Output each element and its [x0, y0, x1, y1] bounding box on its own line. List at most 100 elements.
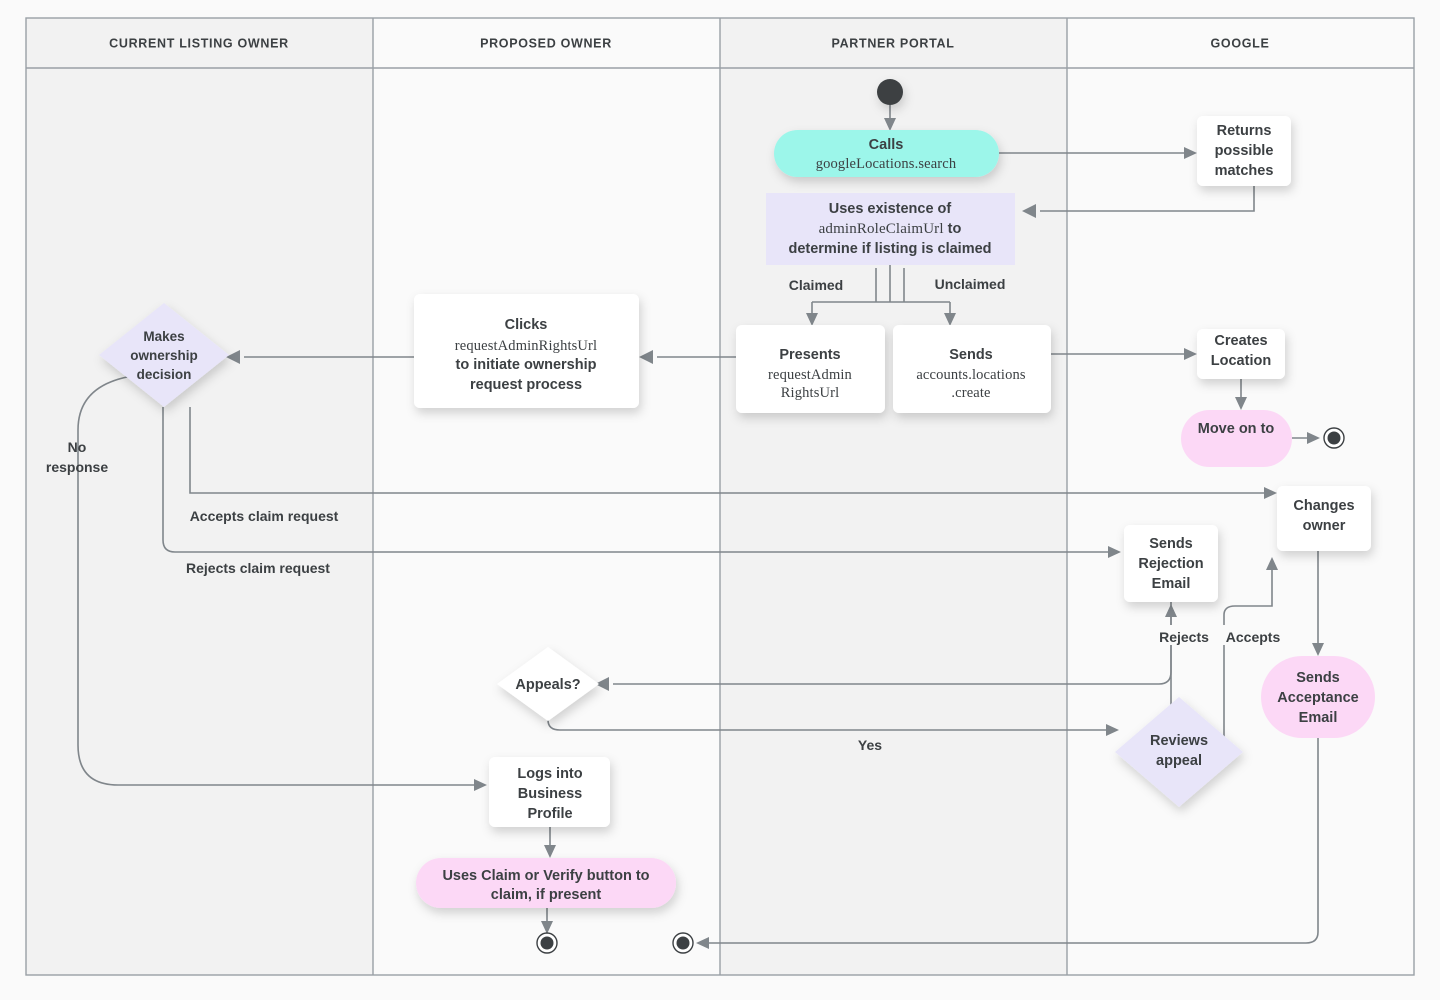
node-makesdecision-line-1: Makes: [143, 329, 184, 344]
node-clicks-line-1: Clicks: [505, 317, 548, 333]
edge-label-accepts-bg: [178, 504, 350, 524]
node-presents-requestadminrightsurl[interactable]: Presents requestAdmin RightsUrl: [736, 325, 885, 413]
edge-acceptanceemail-to-endpartner: [705, 738, 1319, 944]
node-acceptanceemail-line-3: Email: [1299, 710, 1338, 726]
arrowhead-fork-unclaimed: [944, 313, 956, 326]
node-sendscreate-line-1: Sends: [949, 347, 993, 363]
node-reviewsappeal-line-2: appeal: [1156, 753, 1202, 769]
node-calls-line-1: Calls: [869, 137, 904, 153]
edge-label-rejects-bg: [172, 556, 344, 576]
arrowhead-presents-to-clicks: [639, 350, 653, 364]
edge-label-rejects: Rejects: [1159, 629, 1209, 645]
node-sends-accounts-locations-create[interactable]: Sends accounts.locations .create: [893, 325, 1051, 413]
node-returns-possible-matches[interactable]: Returns possible matches: [1197, 116, 1291, 186]
edge-label-yes: Yes: [858, 737, 882, 753]
node-creates-location[interactable]: Creates Location: [1197, 329, 1285, 379]
edge-label-accepts-bg-2: [1218, 625, 1288, 645]
node-clicks-requestadminrightsurl[interactable]: Clicks requestAdminRightsUrl to initiate…: [414, 294, 639, 408]
lane-header-partner-portal: [720, 18, 1067, 68]
node-uses-claim-or-verify-button[interactable]: Uses Claim or Verify button to claim, if…: [416, 858, 676, 908]
node-changes-owner[interactable]: Changes owner: [1277, 486, 1371, 551]
lane-header-current-listing-owner: [26, 18, 373, 68]
node-makesdecision-line-3: decision: [137, 367, 192, 382]
arrowhead-createslocation-to-moveonto: [1235, 397, 1247, 410]
arrowhead-reviewsappeal-rejects-to-rejectionemail: [1165, 604, 1177, 617]
lane-title-proposed-owner: PROPOSED OWNER: [480, 36, 612, 50]
lane-header-google: [1067, 18, 1414, 68]
arrowhead-reviewsappeal-accepts-to-changesowner: [1266, 557, 1278, 570]
arrowhead-moveonto-to-endgoogle: [1307, 432, 1320, 444]
node-presents-line-1: Presents: [779, 347, 840, 363]
edge-label-no-response-line-1: No: [68, 439, 87, 455]
arrowhead-changesowner-to-acceptanceemail: [1312, 643, 1324, 656]
arrowhead-calls-to-returns: [1184, 147, 1197, 159]
node-clicks-line-4: request process: [470, 377, 582, 393]
node-rejectionemail-line-2: Rejection: [1138, 556, 1203, 572]
edge-label-unclaimed: Unclaimed: [935, 276, 1006, 292]
node-uses-line-3: determine if listing is claimed: [788, 241, 991, 257]
swimlanes: CURRENT LISTING OWNER PROPOSED OWNER PAR…: [25, 17, 1415, 976]
node-usesclaim-line-1: Uses Claim or Verify button to: [442, 868, 649, 884]
edge-label-rejects-bg-2: [1152, 625, 1216, 645]
nodes: Calls googleLocations.search Returns pos…: [99, 79, 1375, 954]
node-move-on-to[interactable]: Move on to: [1181, 410, 1292, 467]
node-logsinto-line-1: Logs into: [517, 766, 582, 782]
node-makes-ownership-decision[interactable]: Makes ownership decision: [99, 303, 229, 407]
end-node-partner-portal[interactable]: [672, 932, 694, 954]
node-usesclaim-line-2: claim, if present: [491, 887, 602, 903]
node-rejectionemail-line-3: Email: [1152, 576, 1191, 592]
edge-label-accepts: Accepts: [1226, 629, 1281, 645]
node-moveonto-label: Move on to: [1198, 421, 1275, 437]
edge-label-accepts-claim-request: Accepts claim request: [190, 508, 339, 524]
arrowhead-accepts-claim-to-changesowner: [1264, 487, 1277, 499]
edge-label-yes-bg: [852, 733, 890, 753]
edge-reviewsappeal-accepts-to-changesowner: [1223, 570, 1273, 752]
node-sends-rejection-email[interactable]: Sends Rejection Email: [1124, 525, 1218, 602]
lane-body-proposed-owner: [373, 68, 720, 975]
arrowhead-logsinto-to-usesclaim: [544, 845, 556, 858]
node-returns-line-2: possible: [1215, 143, 1274, 159]
node-clicks-line-3: to initiate ownership: [456, 357, 597, 373]
edge-label-claimed: Claimed: [789, 277, 843, 293]
node-changesowner-line-1: Changes: [1293, 498, 1354, 514]
node-createslocation-line-2: Location: [1211, 353, 1271, 369]
node-reviewsappeal-line-1: Reviews: [1150, 733, 1208, 749]
arrowhead-noresponse-to-logsinto: [474, 779, 487, 791]
end-node-google[interactable]: [1323, 427, 1345, 449]
arrowhead-acceptanceemail-to-endpartner: [696, 937, 709, 949]
node-calls-googlelocations-search[interactable]: Calls googleLocations.search: [774, 130, 999, 177]
edge-rejects-claim-to-rejectionemail: [162, 407, 1112, 553]
node-logs-into-business-profile[interactable]: Logs into Business Profile: [489, 757, 610, 827]
node-clicks-line-2: requestAdminRightsUrl: [455, 338, 597, 354]
node-sendscreate-line-2: accounts.locations: [916, 367, 1026, 383]
node-rejectionemail-line-1: Sends: [1149, 536, 1193, 552]
end-node-proposed-owner[interactable]: [536, 932, 558, 954]
node-logsinto-line-2: Business: [518, 786, 582, 802]
arrowhead-rejects-claim-to-rejectionemail: [1108, 546, 1121, 558]
node-reviews-appeal[interactable]: Reviews appeal: [1115, 697, 1243, 807]
node-uses-existence-adminroleclaimurl[interactable]: Uses existence of adminRoleClaimUrl to d…: [766, 193, 1015, 265]
node-returns-line-3: matches: [1215, 163, 1274, 179]
node-uses-line-2: adminRoleClaimUrl to: [819, 221, 962, 237]
arrowhead-appeals-yes-to-reviewsappeal: [1106, 724, 1119, 736]
node-uses-line-1: Uses existence of: [829, 201, 952, 217]
node-appeals-label: Appeals?: [515, 677, 580, 693]
node-createslocation-line-1: Creates: [1214, 333, 1267, 349]
arrowhead-start-to-calls: [884, 118, 896, 131]
node-sendscreate-line-3: .create: [951, 385, 990, 401]
node-acceptanceemail-line-2: Acceptance: [1277, 690, 1358, 706]
start-node[interactable]: [877, 79, 903, 105]
arrowhead-rejectionemail-to-appeals: [595, 677, 609, 691]
lane-title-google: GOOGLE: [1211, 36, 1270, 50]
node-presents-line-2: requestAdmin: [768, 367, 852, 383]
node-sends-acceptance-email[interactable]: Sends Acceptance Email: [1261, 656, 1375, 738]
edge-accepts-claim-to-changesowner: [189, 407, 1268, 494]
arrowhead-usesclaim-to-endproposed: [541, 921, 553, 934]
edge-noresponse-to-logsinto: [77, 374, 478, 786]
node-returns-line-1: Returns: [1217, 123, 1272, 139]
node-presents-line-3: RightsUrl: [781, 385, 840, 401]
arrowhead-returns-to-uses: [1022, 204, 1036, 218]
node-appeals[interactable]: Appeals?: [497, 647, 599, 721]
